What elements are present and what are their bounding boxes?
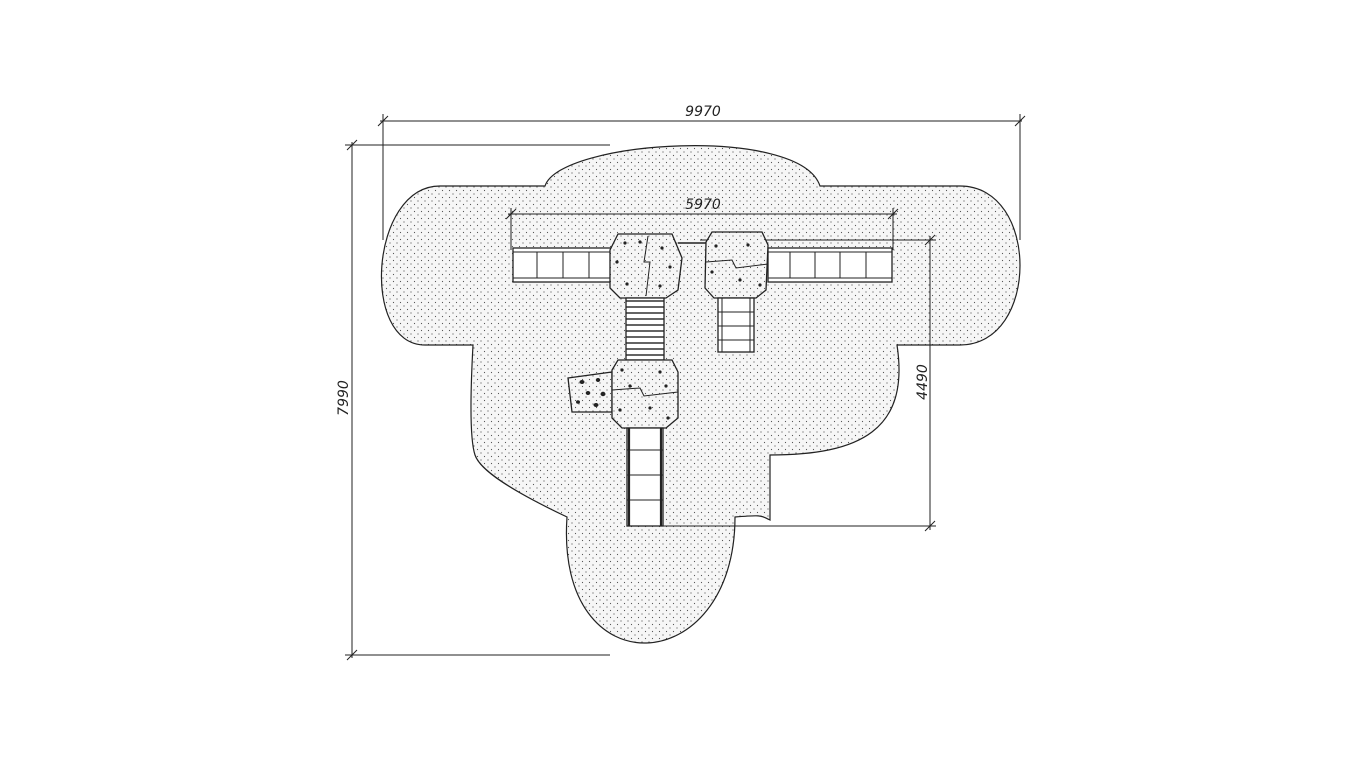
- tower-middle: [611, 359, 679, 429]
- tower-top-right: [704, 231, 769, 299]
- dimension-overall-width: 9970: [377, 104, 1026, 240]
- right-bridge: [767, 247, 893, 283]
- left-bridge: [512, 247, 614, 283]
- ladder-bottom: [626, 427, 664, 527]
- inner-height-label: 4490: [915, 364, 931, 400]
- tube-tunnel: [625, 297, 665, 361]
- ladder-right: [717, 297, 755, 353]
- inner-width-label: 5970: [685, 197, 721, 213]
- dimension-inner-width: 5970: [505, 197, 899, 250]
- climbing-wall: [567, 371, 613, 413]
- tower-top-left: [609, 233, 683, 299]
- dimension-overall-height: 7990: [336, 139, 610, 661]
- overall-height-label: 7990: [336, 380, 352, 416]
- overall-width-label: 9970: [685, 104, 721, 120]
